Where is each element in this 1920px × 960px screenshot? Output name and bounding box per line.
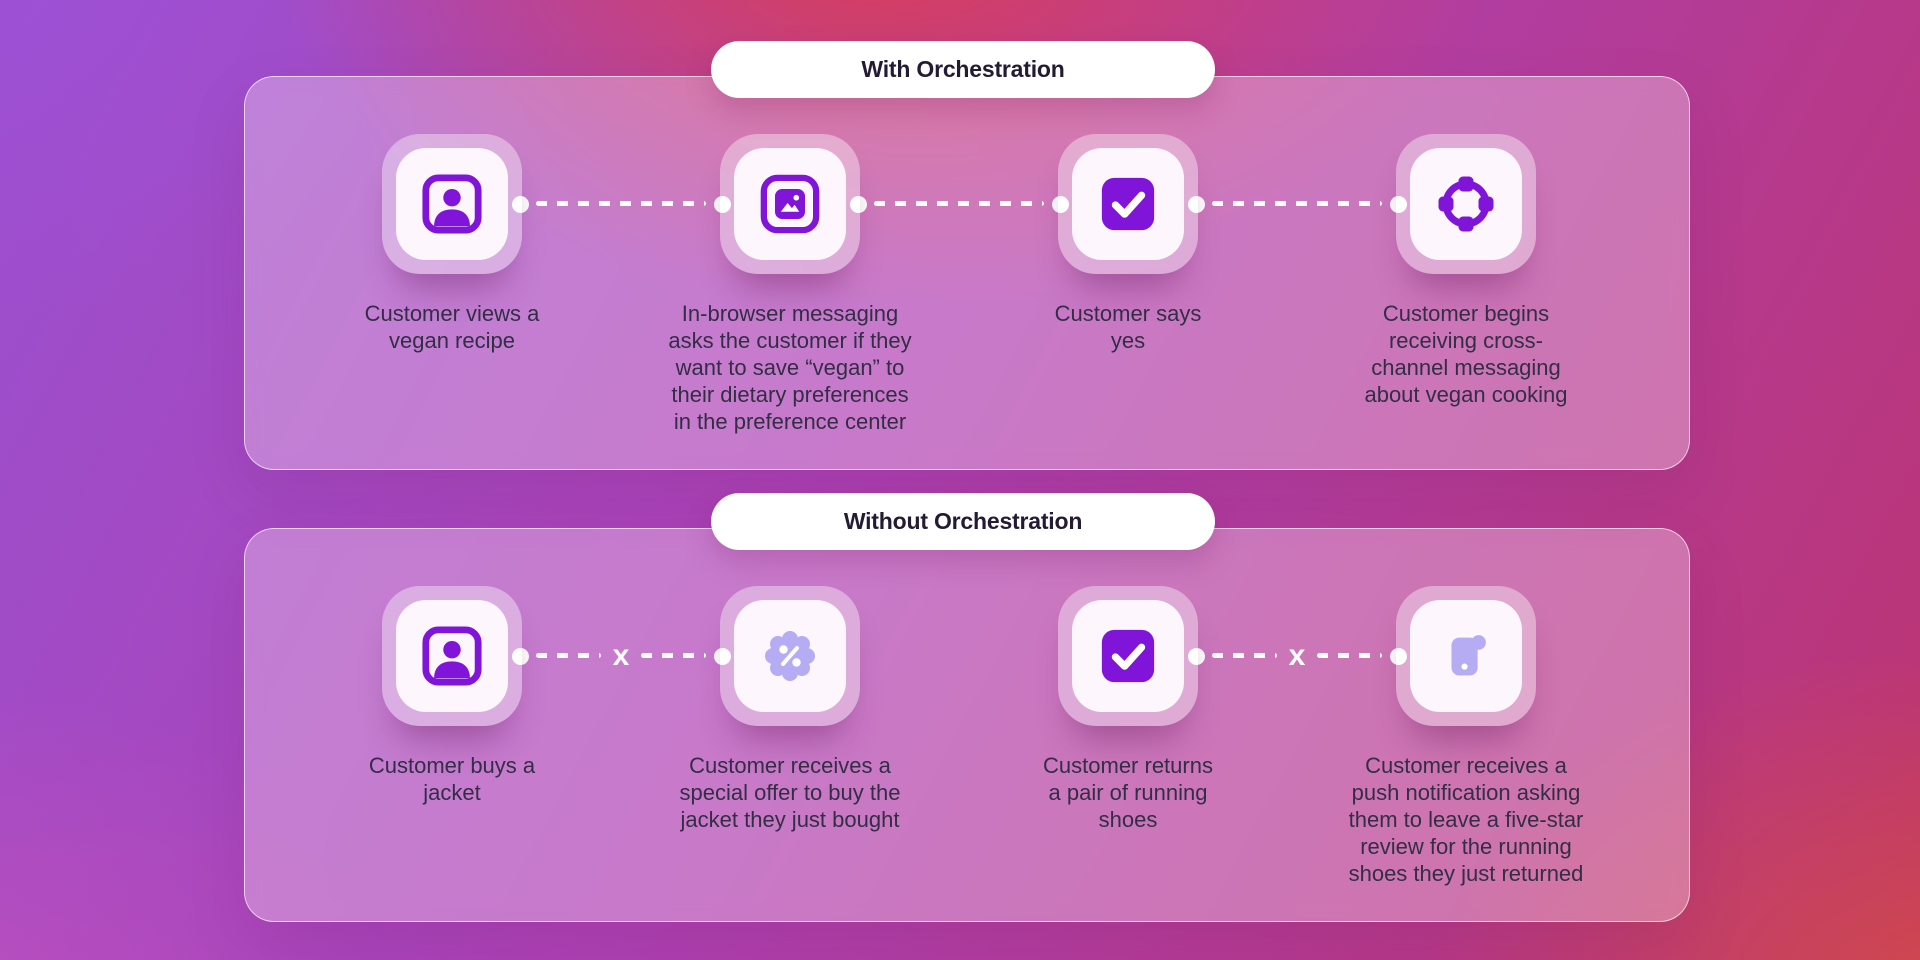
step-label: Customer begins receiving cross- channel… xyxy=(1364,301,1568,407)
icon-card-halo xyxy=(720,134,860,274)
connector-dashed-line xyxy=(1212,653,1277,658)
step-card xyxy=(720,134,860,274)
connector-dashed-line xyxy=(874,201,1044,206)
connector-dot xyxy=(1390,196,1407,213)
section-title: With Orchestration xyxy=(861,56,1065,82)
icon-card xyxy=(1410,600,1522,712)
icon-card-halo xyxy=(1058,134,1198,274)
step-label: Customer receives a push notification as… xyxy=(1348,753,1584,886)
connector-dot xyxy=(1188,648,1205,665)
step-card xyxy=(720,586,860,726)
step-card xyxy=(382,586,522,726)
connector-dashed-line xyxy=(1317,653,1382,658)
connector-dot xyxy=(714,196,731,213)
connector-dashed-line xyxy=(641,653,706,658)
without-orchestration-panel xyxy=(244,528,1690,922)
offer-badge-icon xyxy=(765,631,815,681)
in-browser-message-icon xyxy=(760,174,820,234)
step-card xyxy=(382,134,522,274)
icon-card xyxy=(734,600,846,712)
connector-dot xyxy=(512,196,529,213)
icon-card-halo xyxy=(382,134,522,274)
connector-dot xyxy=(850,196,867,213)
without-orchestration-title-pill: Without Orchestration xyxy=(711,493,1215,550)
connector-dot xyxy=(512,648,529,665)
icon-card xyxy=(1072,600,1184,712)
step-label: Customer returns a pair of running shoes xyxy=(1043,753,1213,832)
icon-card xyxy=(396,148,508,260)
section-title: Without Orchestration xyxy=(843,508,1083,534)
user-icon xyxy=(422,174,482,234)
cross-channel-icon xyxy=(1438,176,1494,232)
icon-card-halo xyxy=(1058,586,1198,726)
step-card xyxy=(1058,134,1198,274)
with-orchestration-title-pill: With Orchestration xyxy=(711,41,1215,98)
connector-dot xyxy=(1188,196,1205,213)
step-label: Customer says yes xyxy=(1054,301,1202,353)
step-label: Customer receives a special offer to buy… xyxy=(679,753,901,832)
icon-card-halo xyxy=(1396,586,1536,726)
icon-card xyxy=(1410,148,1522,260)
user-icon xyxy=(422,626,482,686)
icon-card-halo xyxy=(720,586,860,726)
broken-connector-x-marker: x xyxy=(612,639,630,672)
connector-dashed-line xyxy=(536,653,601,658)
icon-card-halo xyxy=(1396,134,1536,274)
step-card xyxy=(1396,586,1536,726)
icon-card-halo xyxy=(382,586,522,726)
connector-dot xyxy=(1390,648,1407,665)
step-card xyxy=(1396,134,1536,274)
checkbox-icon xyxy=(1101,177,1155,231)
with-orchestration-panel xyxy=(244,76,1690,470)
icon-card xyxy=(734,148,846,260)
connector-dashed-line xyxy=(1212,201,1382,206)
connector-dashed-line xyxy=(536,201,706,206)
push-notification-icon xyxy=(1451,635,1486,676)
step-label: Customer buys a jacket xyxy=(368,753,536,805)
step-card xyxy=(1058,586,1198,726)
connector-dot xyxy=(714,648,731,665)
step-label: In-browser messaging asks the customer i… xyxy=(668,301,912,434)
step-label: Customer views a vegan recipe xyxy=(364,301,540,353)
connector-dot xyxy=(1052,196,1069,213)
broken-connector-x-marker: x xyxy=(1288,639,1306,672)
checkbox-icon xyxy=(1101,629,1155,683)
icon-card xyxy=(396,600,508,712)
icon-card xyxy=(1072,148,1184,260)
